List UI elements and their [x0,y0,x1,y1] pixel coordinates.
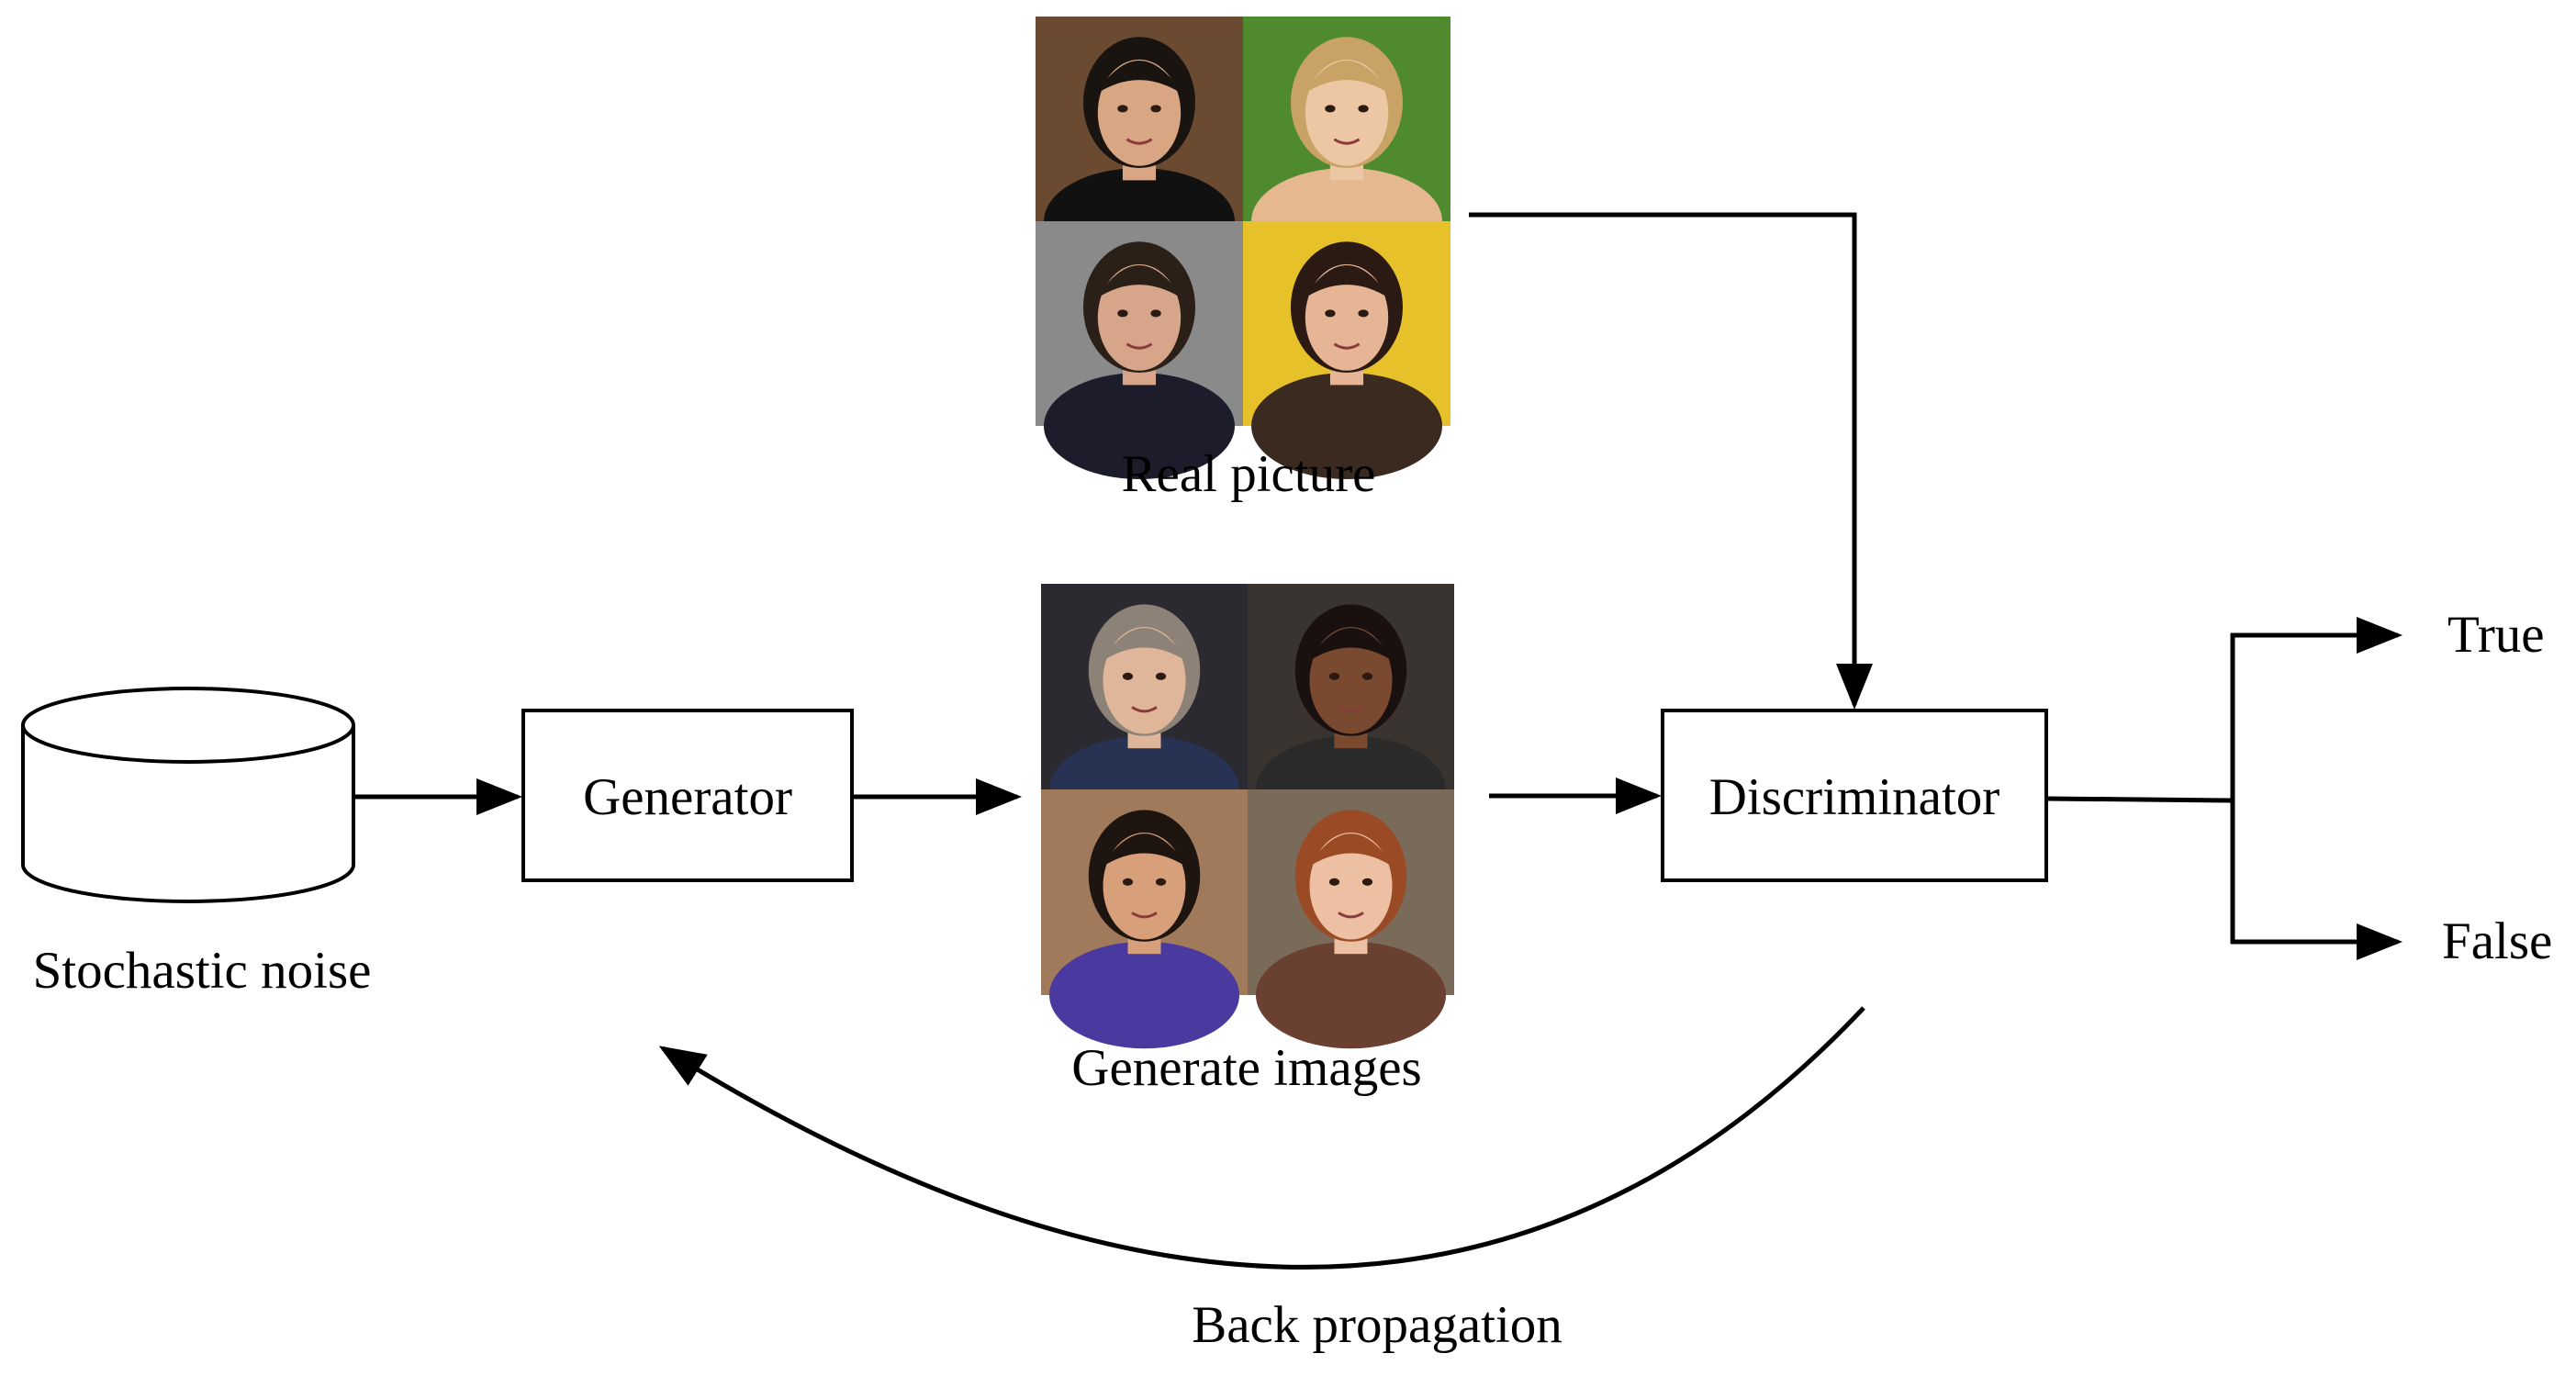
discriminator-label: Discriminator [1709,768,2000,826]
generator-label: Generator [583,768,792,826]
noise-cylinder [21,687,355,903]
real-picture-label: Real picture [1122,445,1376,503]
face-thumbnail-man-smiling [1041,789,1248,1049]
generated-images-grid [1041,584,1454,1049]
backprop-arrow [658,1006,1865,1270]
false-label: False [2442,912,2552,970]
real-picture-grid [1036,17,1450,479]
face-thumbnail-woman-auburn-hair [1248,789,1454,1049]
face-thumbnail-man-short-hair [1036,221,1243,479]
arrow-real-to-discriminator [1469,212,1873,710]
true-label: True [2447,606,2545,664]
generated-images-label: Generate images [1071,1039,1421,1097]
noise-label: Stochastic noise [33,942,372,1000]
backprop-label: Back propagation [1192,1296,1562,1354]
output-line [2045,796,2234,803]
discriminator-box [1661,709,2048,882]
face-thumbnail-woman-dark-hair [1243,221,1450,479]
face-thumbnail-woman-blonde [1243,17,1450,274]
face-thumbnail-man-dark-hair-tuxedo [1036,17,1243,274]
